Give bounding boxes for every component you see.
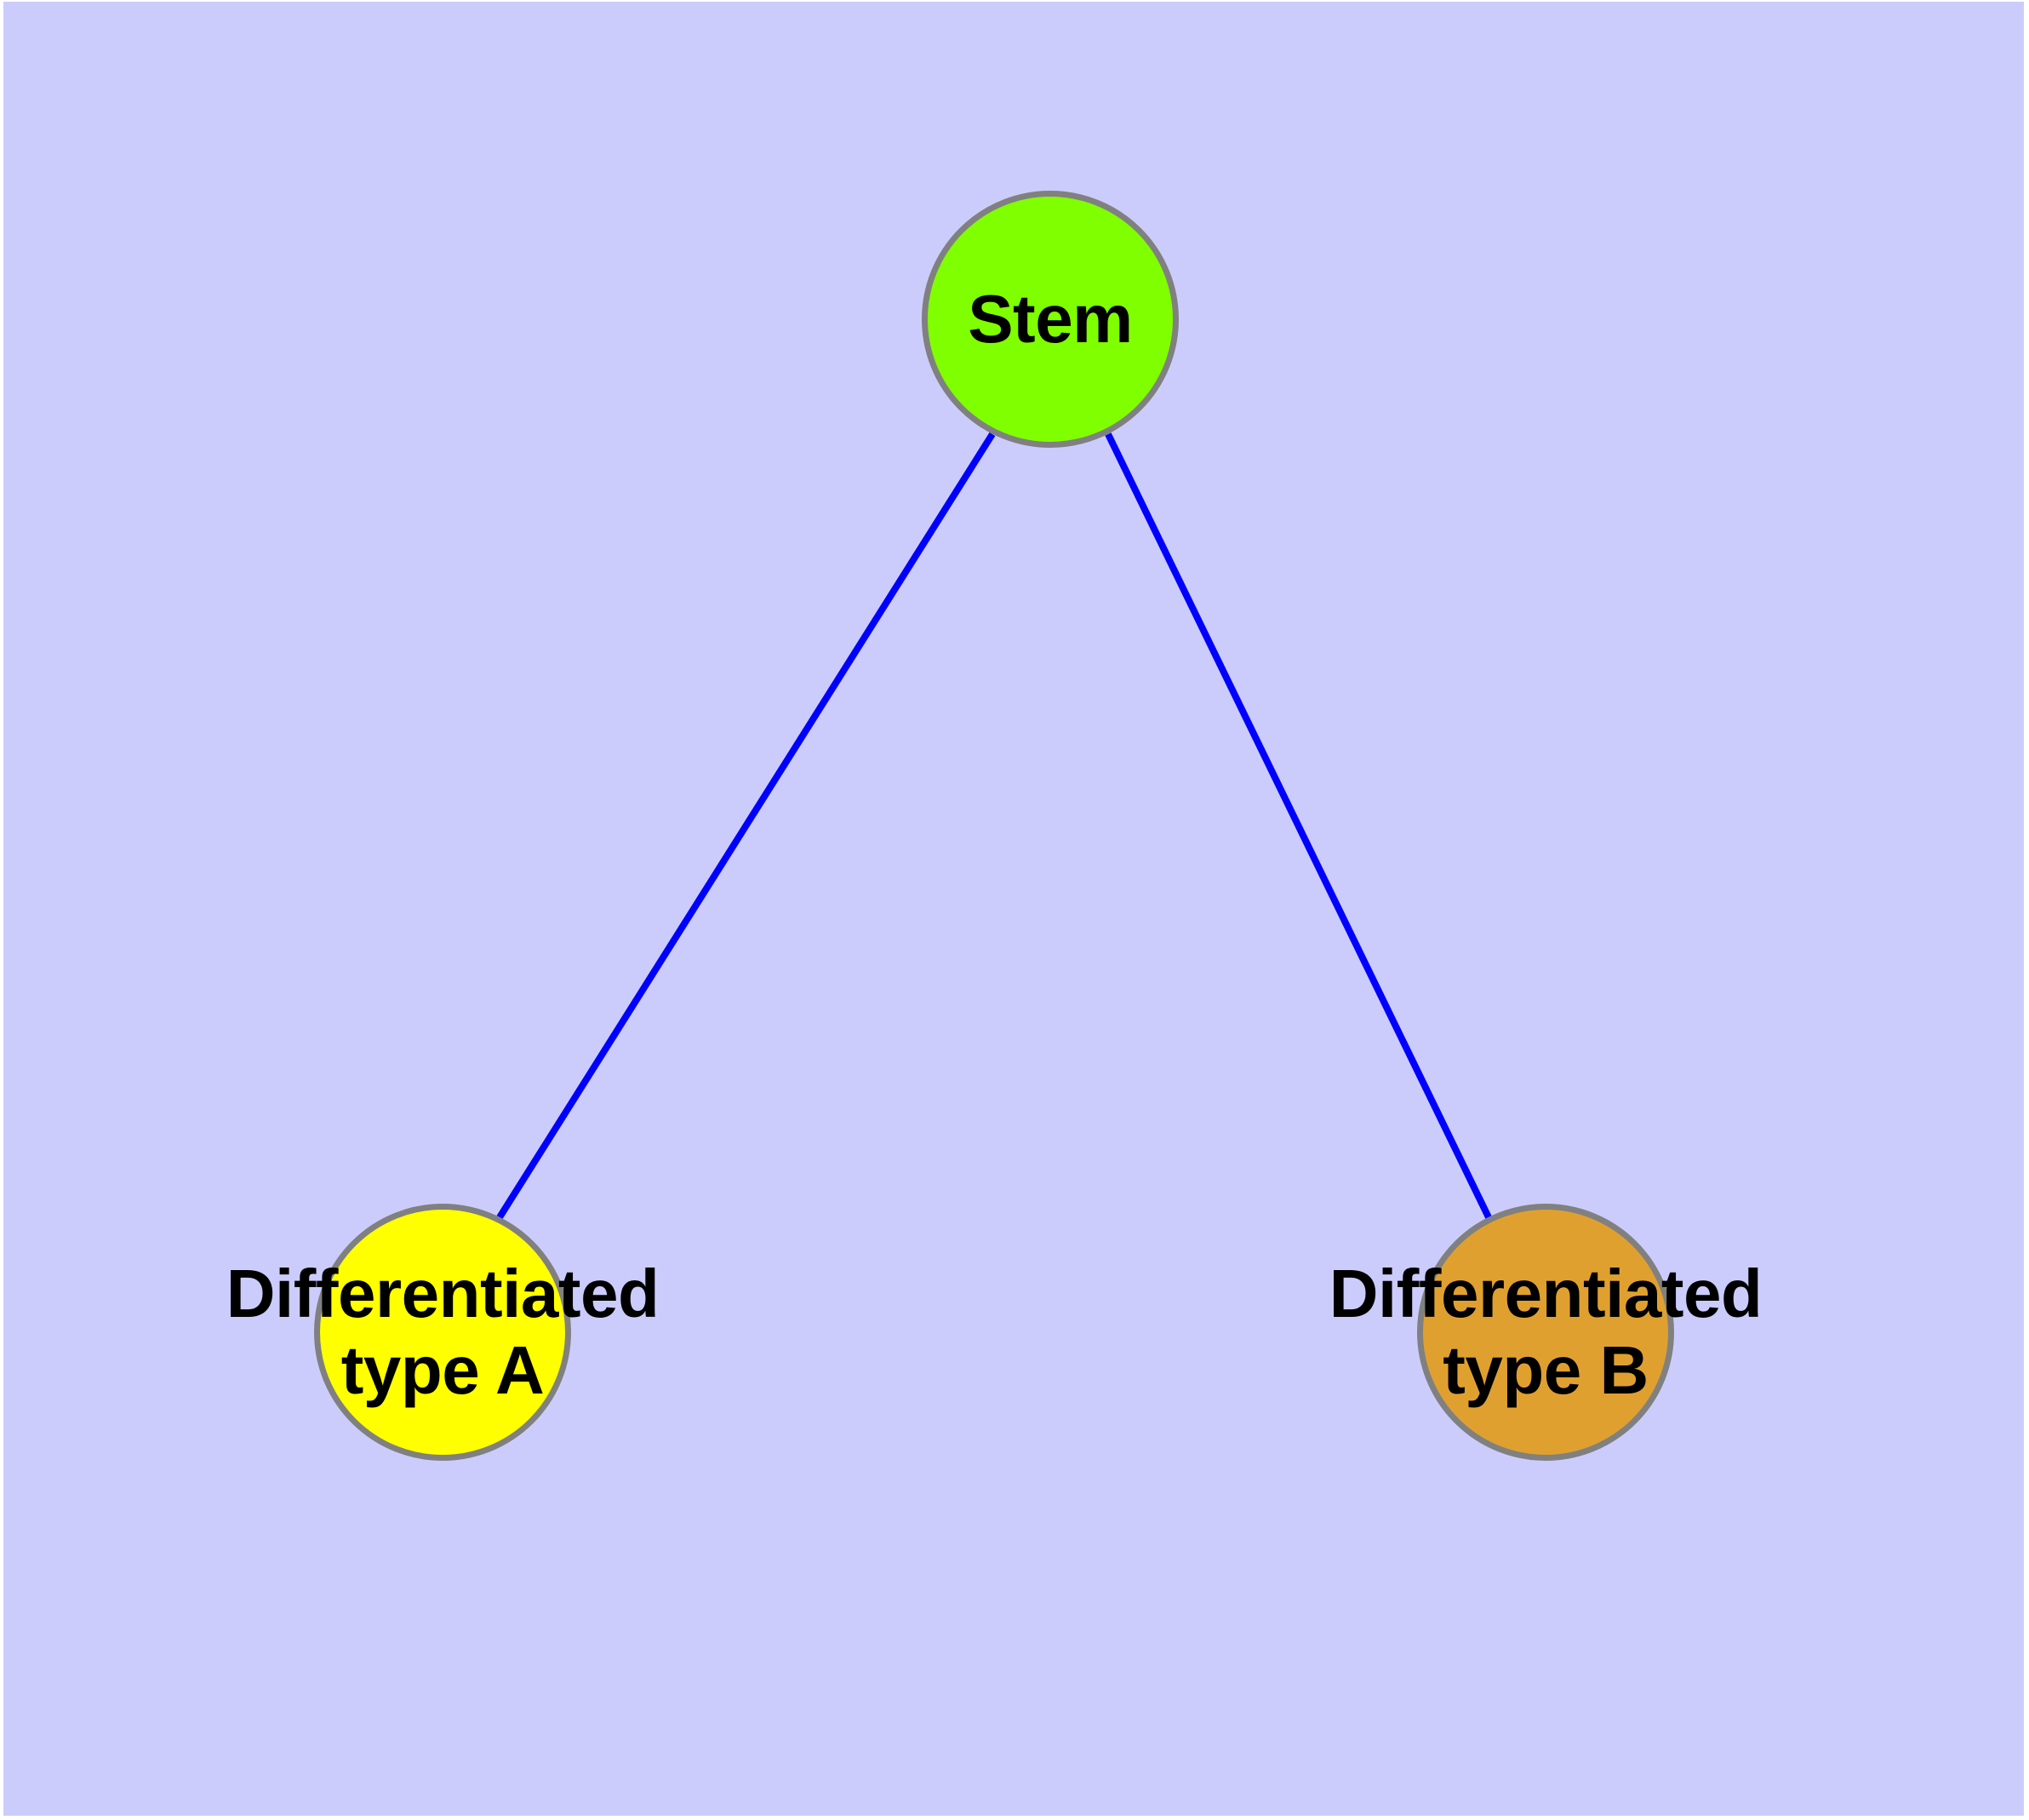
node-differentiated-type-b[interactable] bbox=[1417, 1204, 1674, 1461]
edge-stem-to-differentiated-type-a[interactable] bbox=[496, 432, 996, 1220]
node-differentiated-type-a[interactable] bbox=[314, 1204, 571, 1461]
edge-layer bbox=[496, 432, 1492, 1220]
edge-stem-to-differentiated-type-b[interactable] bbox=[1105, 432, 1492, 1219]
node-stem[interactable] bbox=[922, 191, 1179, 448]
node-layer: Stem Differentiated type A Differentiate… bbox=[3, 2, 2024, 1816]
graph-plot-area: Stem Differentiated type A Differentiate… bbox=[3, 2, 2024, 1816]
